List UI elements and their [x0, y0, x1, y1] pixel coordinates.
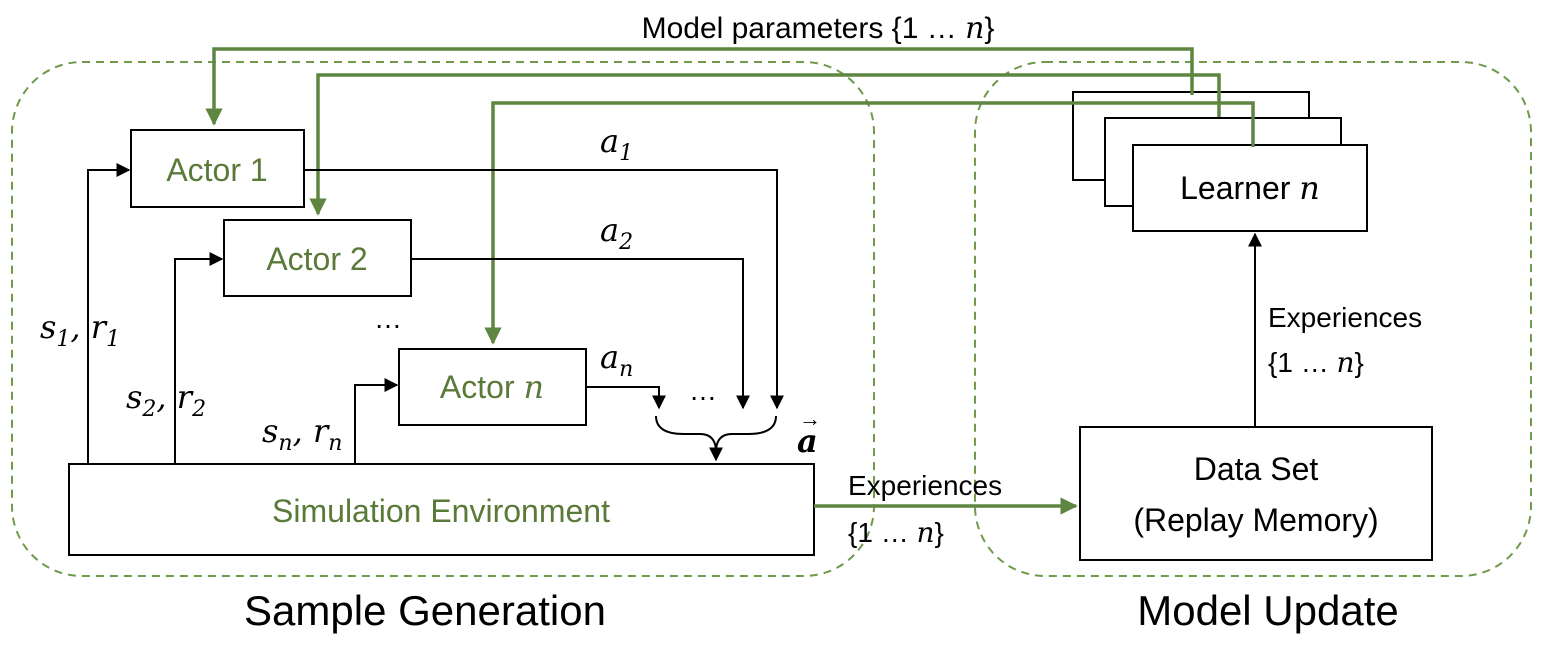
- action-label-n: an: [600, 338, 633, 382]
- action-label-2: a2: [600, 211, 633, 255]
- action-line-2: [411, 258, 750, 410]
- experiences-range-bottom: {1 … n}: [848, 516, 944, 549]
- state-reward-label-1: s1, r1: [40, 308, 120, 352]
- actions-ellipsis: …: [689, 375, 717, 406]
- experiences-label-bottom: Experiences: [848, 470, 1002, 501]
- simulation-environment-box: [68, 463, 815, 556]
- action-line-n: [586, 386, 666, 410]
- actor-1-box: [130, 129, 305, 208]
- replay-memory-label: (Replay Memory): [1133, 502, 1378, 538]
- experiences-range-right: {1 … n}: [1268, 346, 1364, 379]
- actor-2-box: [223, 219, 412, 297]
- param-line-actor-n: [484, 101, 1255, 345]
- state-line-actor-2: [174, 252, 224, 464]
- simulation-environment-label: Simulation Environment: [272, 493, 610, 529]
- param-line-actor-1: [205, 47, 1194, 126]
- actor-2-label: Actor 2: [266, 241, 367, 277]
- state-line-actor-1: [87, 163, 131, 464]
- experiences-label-right: Experiences: [1268, 302, 1422, 333]
- model-update-region: [974, 61, 1532, 577]
- actor-1-label: Actor 1: [166, 152, 267, 188]
- action-line-1: [304, 169, 784, 410]
- action-label-1: a1: [600, 122, 633, 166]
- model-parameters-label: Model parameters {1 … n}: [642, 11, 995, 46]
- actors-ellipsis: …: [374, 303, 402, 334]
- param-line-actor-2: [309, 73, 1221, 216]
- state-reward-label-n: sn, rn: [262, 412, 342, 456]
- actor-n-label: Actor n: [440, 368, 544, 406]
- model-update-title: Model Update: [1137, 587, 1399, 634]
- action-brace: [655, 415, 777, 451]
- dataset-box: [1079, 426, 1433, 561]
- actor-n-box: [398, 348, 587, 426]
- sample-generation-title: Sample Generation: [244, 587, 606, 634]
- learner-label: Learner n: [1180, 169, 1320, 207]
- learner-box: [1132, 144, 1368, 232]
- joint-action-vector-arrow: →: [799, 406, 821, 431]
- state-reward-label-2: s2, r2: [126, 378, 206, 422]
- joint-action-label: a: [797, 422, 818, 460]
- state-line-actor-n: [354, 378, 399, 464]
- dataset-label: Data Set: [1194, 451, 1319, 487]
